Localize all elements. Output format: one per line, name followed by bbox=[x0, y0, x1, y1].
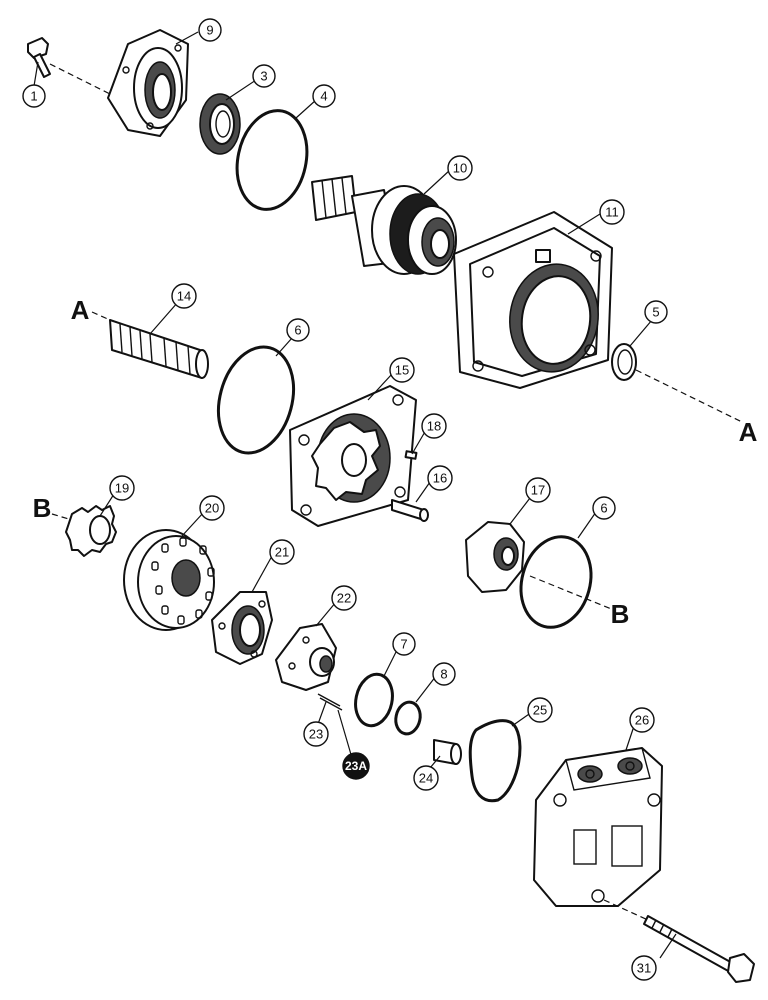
part-22-end-plate bbox=[275, 623, 337, 691]
svg-text:6: 6 bbox=[294, 323, 301, 338]
part-14-splined-shaft bbox=[109, 319, 209, 379]
svg-text:7: 7 bbox=[400, 637, 407, 652]
part-5-washer bbox=[611, 343, 637, 381]
callout-5: 5 bbox=[644, 300, 668, 324]
part-23-pins bbox=[317, 693, 343, 711]
leader-lines bbox=[33, 31, 677, 959]
svg-text:15: 15 bbox=[395, 363, 409, 378]
part-26-valve-housing bbox=[533, 747, 663, 907]
callout-6-upper: 6 bbox=[286, 318, 310, 342]
svg-text:31: 31 bbox=[637, 961, 651, 976]
callout-9: 9 bbox=[198, 18, 222, 42]
svg-text:17: 17 bbox=[531, 483, 545, 498]
callout-18: 18 bbox=[421, 413, 447, 439]
callout-19: 19 bbox=[109, 475, 135, 501]
callout-8: 8 bbox=[432, 662, 456, 686]
callout-6-lower: 6 bbox=[592, 496, 616, 520]
part-4-o-ring bbox=[235, 109, 309, 211]
callout-22: 22 bbox=[331, 585, 357, 611]
part-6-o-ring-upper bbox=[217, 345, 295, 455]
part-15-plate bbox=[289, 385, 417, 527]
svg-text:8: 8 bbox=[440, 667, 447, 682]
callout-26: 26 bbox=[629, 707, 655, 733]
part-3-seal bbox=[199, 93, 241, 155]
callout-7: 7 bbox=[392, 632, 416, 656]
callout-25: 25 bbox=[527, 697, 553, 723]
svg-text:21: 21 bbox=[275, 545, 289, 560]
reference-line-b bbox=[51, 513, 615, 611]
part-24-check-valve bbox=[433, 739, 462, 765]
reference-letter-a-left: A bbox=[71, 295, 90, 325]
part-1-bolt bbox=[27, 37, 119, 99]
svg-text:5: 5 bbox=[652, 305, 659, 320]
svg-text:9: 9 bbox=[206, 23, 213, 38]
callout-23a: 23A bbox=[342, 752, 370, 780]
callout-10: 10 bbox=[447, 155, 473, 181]
svg-text:10: 10 bbox=[453, 161, 467, 176]
svg-text:1: 1 bbox=[30, 89, 37, 104]
svg-text:4: 4 bbox=[320, 89, 327, 104]
callout-16: 16 bbox=[427, 465, 453, 491]
part-6-o-ring-lower bbox=[519, 535, 593, 629]
callout-20: 20 bbox=[199, 495, 225, 521]
svg-text:18: 18 bbox=[427, 419, 441, 434]
reference-letter-a-right: A bbox=[739, 417, 758, 447]
svg-text:23A: 23A bbox=[345, 759, 367, 773]
svg-text:3: 3 bbox=[260, 69, 267, 84]
svg-text:14: 14 bbox=[177, 289, 191, 304]
part-8-o-ring bbox=[394, 700, 422, 736]
part-17-gerotor bbox=[465, 521, 525, 593]
callout-24: 24 bbox=[413, 765, 439, 791]
part-16-dowel bbox=[391, 499, 429, 522]
callout-14: 14 bbox=[171, 283, 197, 309]
part-31-long-bolt bbox=[603, 899, 755, 983]
reference-letter-b-left: B bbox=[33, 493, 52, 523]
svg-text:11: 11 bbox=[605, 205, 619, 220]
svg-text:26: 26 bbox=[635, 713, 649, 728]
reference-letter-b-right: B bbox=[611, 599, 630, 629]
svg-text:20: 20 bbox=[205, 501, 219, 516]
callout-3: 3 bbox=[252, 64, 276, 88]
svg-text:23: 23 bbox=[309, 727, 323, 742]
callout-23: 23 bbox=[303, 721, 329, 747]
part-9-bearing-cap bbox=[107, 29, 189, 137]
svg-text:25: 25 bbox=[533, 703, 547, 718]
part-19-gear bbox=[65, 505, 117, 557]
callout-11: 11 bbox=[599, 199, 625, 225]
svg-text:24: 24 bbox=[419, 771, 433, 786]
callout-17: 17 bbox=[525, 477, 551, 503]
part-20-rotor-ring bbox=[123, 529, 215, 631]
callout-21: 21 bbox=[269, 539, 295, 565]
svg-text:19: 19 bbox=[115, 481, 129, 496]
callout-31: 31 bbox=[631, 955, 657, 981]
callout-4: 4 bbox=[312, 84, 336, 108]
part-18-pin bbox=[404, 450, 418, 460]
part-7-o-ring bbox=[354, 672, 394, 728]
svg-text:16: 16 bbox=[433, 471, 447, 486]
callout-15: 15 bbox=[389, 357, 415, 383]
part-21-plate bbox=[211, 591, 273, 665]
svg-text:22: 22 bbox=[337, 591, 351, 606]
reference-line-a bbox=[91, 311, 743, 423]
part-10-shaft-assembly bbox=[311, 175, 457, 275]
part-25-gasket bbox=[468, 719, 522, 803]
part-11-housing bbox=[453, 211, 613, 389]
svg-text:6: 6 bbox=[600, 501, 607, 516]
callout-1: 1 bbox=[22, 84, 46, 108]
